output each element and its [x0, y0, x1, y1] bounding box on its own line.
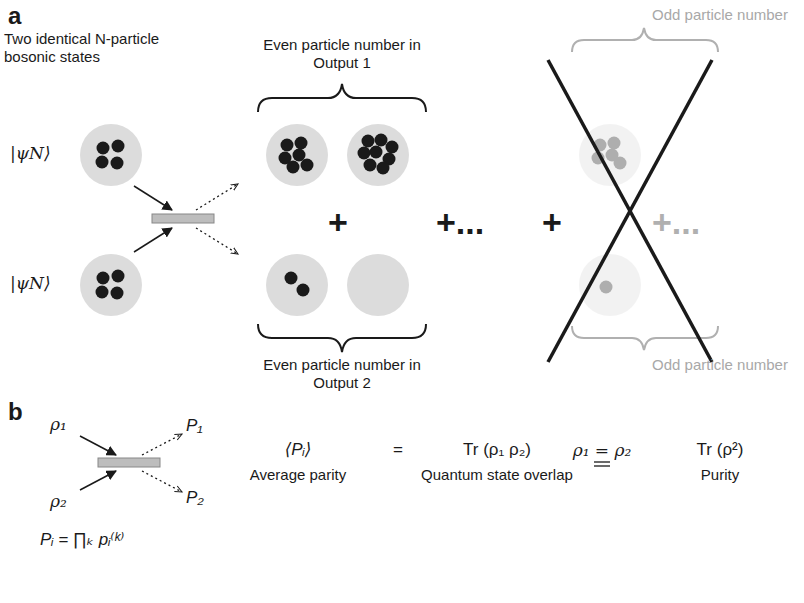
input-arrow	[134, 228, 172, 252]
density-matrix: ρ₂	[50, 491, 67, 511]
plus-sign: +	[328, 202, 348, 243]
purity-formula: Tr (ρ²)	[697, 440, 744, 460]
plus-sign: +	[542, 202, 562, 243]
beam-splitter	[152, 214, 214, 223]
output-caption: Even particle number in Output 2	[257, 356, 427, 392]
particle-state	[347, 254, 409, 316]
odd-caption: Odd particle number	[652, 6, 788, 24]
odd-caption: Odd particle number	[652, 356, 788, 374]
state-ket: |ψN⟩	[10, 143, 51, 163]
particle-circles	[80, 124, 641, 316]
cross-out	[548, 60, 712, 362]
plus-ellipsis: +...	[436, 202, 484, 243]
bracket	[572, 28, 718, 52]
panel-label: b	[8, 398, 23, 427]
particle-state	[266, 254, 328, 316]
parity-output: P₁	[186, 416, 203, 436]
input-arrow	[80, 436, 116, 455]
output-arrow	[142, 434, 182, 455]
equality-condition: ρ₁ = ρ₂	[573, 440, 632, 460]
double-underline	[594, 465, 610, 466]
state-ket: |ψN⟩	[10, 273, 51, 293]
output-arrow	[196, 184, 238, 210]
quantity-name: Quantum state overlap	[421, 466, 573, 484]
panel-label: a	[8, 2, 21, 31]
bracket	[258, 84, 426, 112]
cross-out	[548, 60, 712, 362]
output-arrow	[142, 471, 182, 492]
particle-state	[80, 124, 142, 186]
particle-state	[266, 124, 328, 186]
output-arrow	[196, 228, 238, 254]
parity-output: P₂	[186, 488, 204, 508]
plus-ellipsis: +...	[652, 202, 700, 243]
input-caption: Two identical N-particle bosonic states	[4, 30, 169, 66]
overlap-formula: Tr (ρ₁ ρ₂)	[463, 440, 531, 460]
beam-splitter	[98, 458, 160, 467]
quantity-name: Purity	[701, 466, 739, 484]
parity-definition: Pᵢ = ∏ₖ pᵢ⁽ᵏ⁾	[40, 530, 124, 550]
parity-symbol: ⟨Pᵢ⟩	[285, 440, 312, 460]
particle-state	[80, 254, 142, 316]
input-arrow	[134, 186, 172, 210]
bracket	[258, 324, 426, 352]
equals-sign: =	[393, 440, 403, 460]
particle-state	[347, 124, 409, 186]
quantity-name: Average parity	[250, 466, 346, 484]
input-arrow	[80, 471, 116, 490]
double-underline	[594, 461, 610, 462]
density-matrix: ρ₁	[50, 414, 67, 434]
output-caption: Even particle number in Output 1	[257, 36, 427, 72]
